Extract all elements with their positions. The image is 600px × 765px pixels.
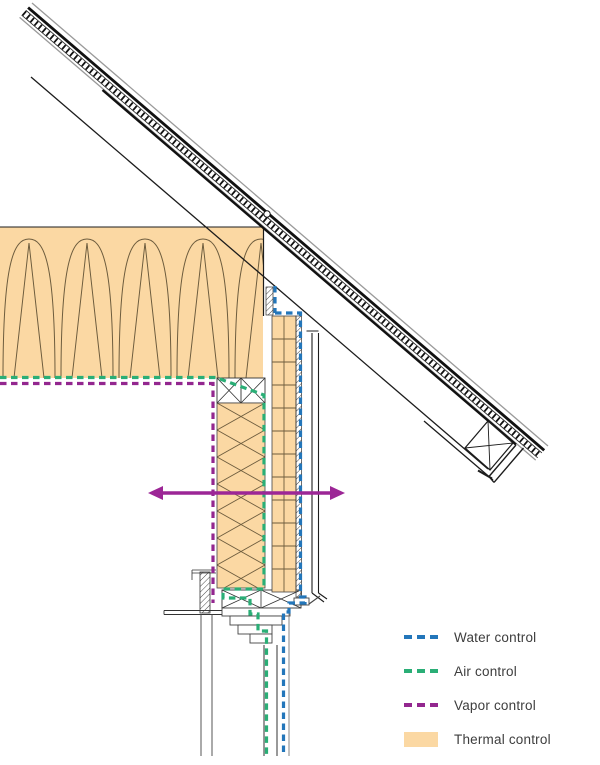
- thermal-control-swatch: [404, 731, 438, 747]
- legend-item-water-control: Water control: [404, 629, 594, 645]
- rafter-top-line: [101, 89, 517, 446]
- exterior-rigid-insulation: [271, 315, 297, 593]
- glazing: [263, 612, 290, 756]
- cavity-insulation: [216, 402, 266, 589]
- air-control-line: [0, 375, 269, 756]
- legend-label: Water control: [454, 629, 537, 645]
- fascia-line: [493, 447, 525, 483]
- legend: Water control Air control Vapor control …: [404, 629, 594, 765]
- legend-label: Vapor control: [454, 697, 536, 713]
- vapor-control-line: [0, 381, 215, 603]
- vapor-control-swatch: [404, 702, 438, 708]
- legend-item-vapor-control: Vapor control: [404, 697, 594, 713]
- air-control-swatch: [404, 668, 438, 674]
- roof-assembly: [19, 2, 549, 481]
- water-control-line: [273, 286, 307, 756]
- ceiling-insulation: [0, 226, 265, 378]
- arrow-head-right: [330, 486, 345, 500]
- vapor-flow-arrow: [148, 486, 345, 500]
- eave-assembly: [464, 420, 525, 483]
- wall-assembly: [163, 286, 328, 756]
- water-control-swatch: [404, 634, 438, 640]
- eave-blocking-x: [464, 420, 514, 471]
- rafter-end-cut: [488, 444, 517, 477]
- legend-label: Thermal control: [454, 731, 551, 747]
- fastener-symbol: [263, 210, 271, 218]
- legend-item-thermal-control: Thermal control: [404, 731, 594, 747]
- flashing-drip: [308, 595, 321, 605]
- rafter-underside-line: [30, 76, 489, 470]
- interior-trim: [163, 569, 232, 756]
- arrow-head-left: [148, 486, 163, 500]
- legend-label: Air control: [454, 663, 517, 679]
- cladding: [306, 330, 328, 603]
- legend-item-air-control: Air control: [404, 663, 594, 679]
